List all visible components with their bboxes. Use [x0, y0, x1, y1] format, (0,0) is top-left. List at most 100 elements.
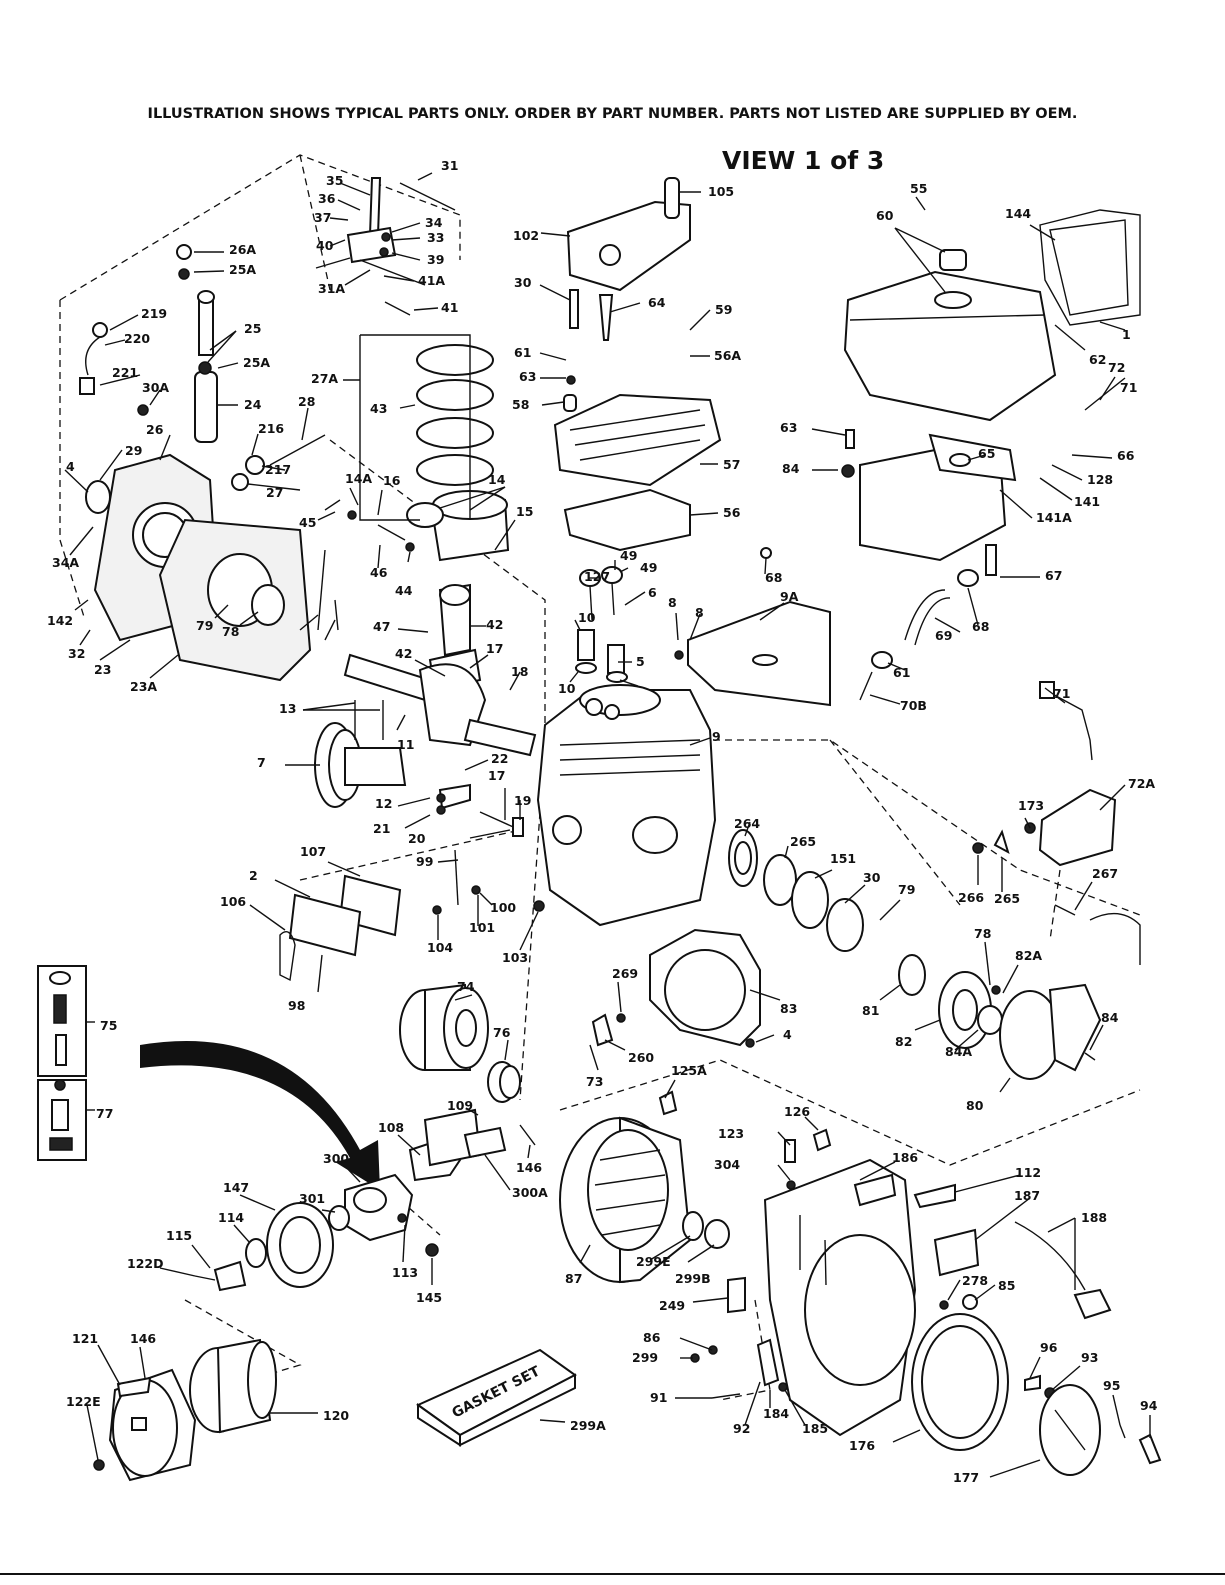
callout-63: 63: [519, 369, 536, 384]
callout-26a: 26A: [229, 242, 256, 257]
callout-10: 10: [578, 610, 596, 625]
rewind-starter: [911, 1221, 1162, 1476]
callout-219: 219: [141, 306, 167, 321]
governor-lever-linkage: [346, 177, 456, 316]
callout-82a: 82A: [1015, 948, 1042, 963]
callout-109: 109: [447, 1098, 473, 1113]
gasket-set-box: GASKET SET: [416, 1348, 577, 1447]
air-cleaner-parts: [93, 1202, 334, 1482]
callout-176: 176: [849, 1438, 875, 1453]
callout-31a: 31A: [318, 281, 345, 296]
callout-299e: 299E: [636, 1254, 671, 1269]
leader-lines: [64, 172, 1151, 1478]
callout-20: 20: [408, 831, 426, 846]
callout-141a: 141A: [1036, 510, 1072, 525]
callout-8: 8: [695, 605, 704, 620]
callout-41a: 41A: [418, 273, 445, 288]
callout-61: 61: [893, 665, 910, 680]
callout-81: 81: [862, 1003, 879, 1018]
callout-87: 87: [565, 1271, 582, 1286]
callout-30: 30: [514, 275, 532, 290]
dashed-group-outlines: [59, 154, 1141, 1401]
callout-95: 95: [1103, 1378, 1120, 1393]
callout-84: 84: [1101, 1010, 1119, 1025]
callout-60: 60: [876, 208, 894, 223]
callout-69: 69: [935, 628, 952, 643]
air-shield: [674, 547, 831, 707]
bottom-rule: [0, 1573, 1225, 1575]
callout-72: 72: [1108, 360, 1125, 375]
callout-188: 188: [1081, 1210, 1107, 1225]
starter-clutch: [399, 983, 521, 1103]
callout-71: 71: [1053, 686, 1070, 701]
callout-76: 76: [493, 1025, 511, 1040]
callout-65: 65: [978, 446, 995, 461]
callout-141: 141: [1074, 494, 1100, 509]
view-title: VIEW 1 of 3: [722, 146, 885, 175]
callout-14: 14: [488, 472, 506, 487]
callout-8: 8: [668, 595, 677, 610]
callout-142: 142: [47, 613, 73, 628]
callout-56a: 56A: [714, 348, 741, 363]
callout-278: 278: [962, 1273, 988, 1288]
callout-71: 71: [1120, 380, 1137, 395]
callout-29: 29: [125, 443, 142, 458]
callout-220: 220: [124, 331, 150, 346]
inset-box: [37, 965, 87, 1161]
callout-185: 185: [802, 1421, 828, 1436]
callout-103: 103: [502, 950, 528, 965]
callout-22: 22: [491, 751, 508, 766]
engine-block: [533, 684, 717, 927]
callout-265: 265: [994, 891, 1020, 906]
callout-26: 26: [146, 422, 164, 437]
callout-49: 49: [620, 548, 637, 563]
callout-146: 146: [516, 1160, 542, 1175]
callout-84a: 84A: [945, 1044, 972, 1059]
callout-184: 184: [763, 1406, 789, 1421]
callout-187: 187: [1014, 1188, 1040, 1203]
callout-6: 6: [648, 585, 657, 600]
callout-64: 64: [648, 295, 666, 310]
callout-79: 79: [898, 882, 915, 897]
callout-217: 217: [265, 462, 291, 477]
fuel-tank: [841, 209, 1141, 701]
callout-299b: 299B: [675, 1271, 711, 1286]
callout-33: 33: [427, 230, 444, 245]
callout-25a: 25A: [243, 355, 270, 370]
callout-30a: 30A: [142, 380, 169, 395]
callout-62: 62: [1089, 352, 1106, 367]
ignition-coil: [972, 681, 1117, 916]
callout-78: 78: [974, 926, 991, 941]
callout-49: 49: [640, 560, 657, 575]
callout-4: 4: [66, 459, 75, 474]
callout-300: 300: [323, 1151, 349, 1166]
callout-113: 113: [392, 1265, 418, 1280]
cylinder-head-cover: [566, 177, 691, 341]
valves-springs: [575, 566, 628, 683]
callout-83: 83: [780, 1001, 797, 1016]
callout-96: 96: [1040, 1340, 1058, 1355]
callout-216: 216: [258, 421, 284, 436]
callout-17: 17: [486, 641, 503, 656]
callout-221: 221: [112, 365, 138, 380]
callout-25: 25: [244, 321, 261, 336]
callout-123: 123: [718, 1126, 744, 1141]
callout-264: 264: [734, 816, 760, 831]
callout-59: 59: [715, 302, 732, 317]
callout-127: 127: [584, 569, 610, 584]
callout-79: 79: [196, 618, 213, 633]
callout-80: 80: [966, 1098, 984, 1113]
callout-304: 304: [714, 1157, 740, 1172]
callout-94: 94: [1140, 1398, 1158, 1413]
callout-266: 266: [958, 890, 984, 905]
callout-43: 43: [370, 401, 387, 416]
callout-114: 114: [218, 1210, 244, 1225]
callout-56: 56: [723, 505, 741, 520]
callout-39: 39: [427, 252, 444, 267]
backplate: [591, 928, 761, 1048]
callout-260: 260: [628, 1050, 654, 1065]
callout-82: 82: [895, 1034, 912, 1049]
callout-85: 85: [998, 1278, 1015, 1293]
callout-72a: 72A: [1128, 776, 1155, 791]
callout-25a: 25A: [229, 262, 256, 277]
